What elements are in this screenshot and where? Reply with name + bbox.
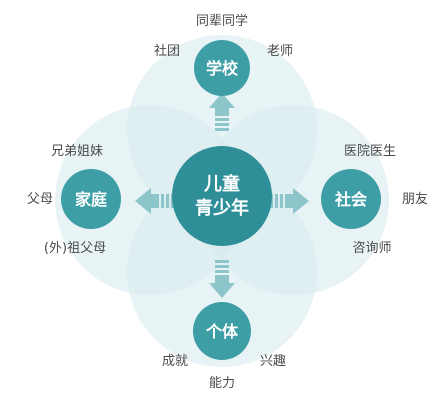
node-family: 家庭 兄弟姐妹 父母 (外)祖父母 (27, 144, 121, 256)
node-family-label: 家庭 (75, 190, 107, 209)
center-label-line2: 青少年 (195, 197, 249, 219)
school-sat-above: 同辈同学 (196, 13, 248, 29)
family-sat-left: 父母 (27, 192, 53, 207)
node-school: 学校 同辈同学 社团 老师 (154, 13, 293, 96)
center-node: 儿童 青少年 (172, 146, 272, 246)
individual-sat-below: 能力 (209, 376, 235, 391)
school-sat-right: 老师 (267, 44, 293, 59)
society-sat-above: 医院医生 (344, 144, 396, 159)
family-sat-below: (外)祖父母 (44, 241, 106, 256)
family-sat-above: 兄弟姐妹 (51, 144, 103, 159)
node-school-label: 学校 (206, 59, 239, 78)
individual-sat-left: 成就 (162, 354, 188, 369)
society-sat-right: 朋友 (402, 191, 428, 207)
society-sat-below: 咨询师 (352, 241, 391, 256)
center-label-line1: 儿童 (203, 173, 240, 195)
arrow-down (209, 260, 235, 298)
node-society-label: 社会 (334, 190, 367, 209)
individual-sat-right: 兴趣 (260, 354, 286, 369)
node-individual-label: 个体 (205, 322, 239, 341)
school-sat-left: 社团 (154, 43, 180, 59)
arrow-up (209, 93, 235, 131)
node-individual: 个体 成就 兴趣 能力 (162, 302, 286, 391)
node-society: 社会 医院医生 朋友 咨询师 (321, 144, 428, 256)
